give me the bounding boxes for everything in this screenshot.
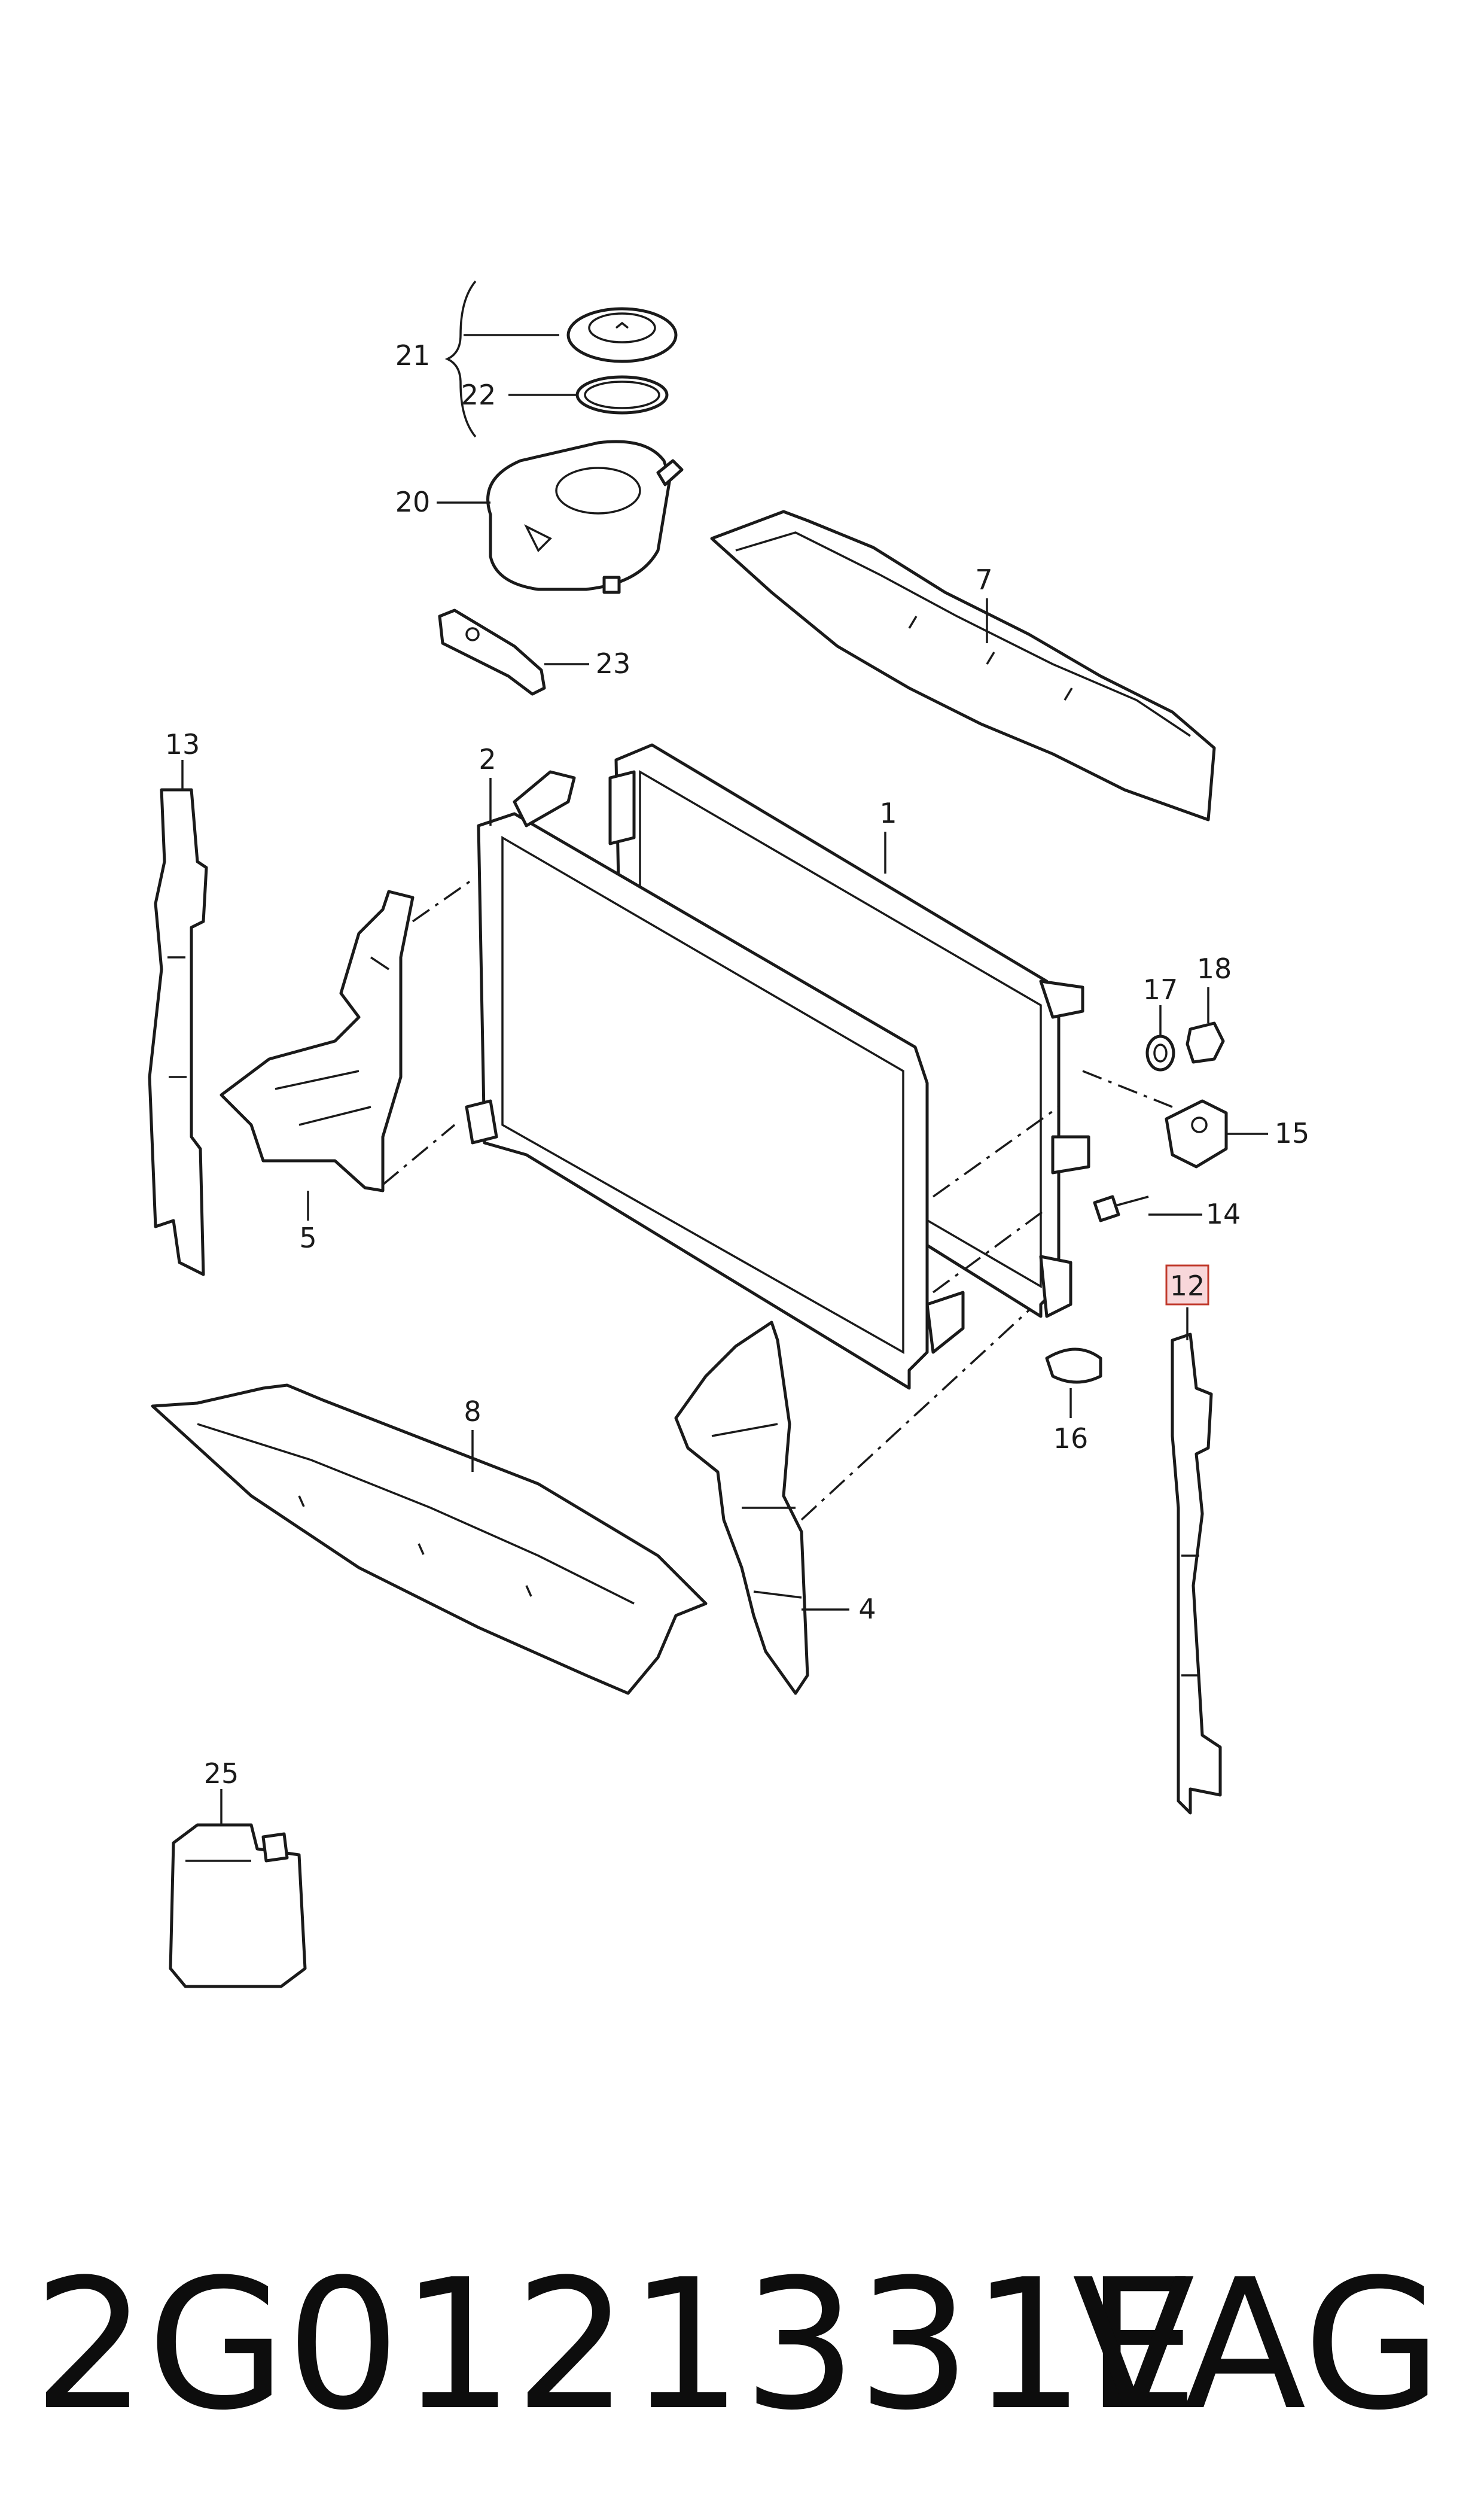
callout-23: 23 bbox=[596, 647, 631, 680]
part-21-filler-cap bbox=[566, 307, 678, 363]
part-4-right-air-guide bbox=[674, 1321, 809, 1695]
highlight-box-12 bbox=[1165, 1264, 1209, 1306]
part-22-seal-ring bbox=[575, 375, 669, 415]
dash-line-2b bbox=[932, 1207, 1048, 1294]
part-8-lower-air-guide bbox=[151, 1383, 708, 1695]
part-14-bolt bbox=[1093, 1195, 1149, 1222]
dash-line-4 bbox=[800, 1309, 1030, 1521]
part-number: 2G0121331E bbox=[33, 2241, 1199, 2450]
part-15-clip bbox=[1165, 1099, 1228, 1169]
callout-4: 4 bbox=[858, 1593, 876, 1625]
part-7-upper-air-guide bbox=[710, 510, 1216, 822]
part-16-grommet bbox=[1045, 1347, 1102, 1384]
callout-7: 7 bbox=[975, 564, 992, 596]
dash-line-5b bbox=[412, 878, 474, 923]
part-23-bracket bbox=[438, 609, 546, 696]
parts-diagram: 1 2 4 5 7 8 12 13 14 15 16 17 18 20 21 2… bbox=[148, 280, 1310, 1988]
callout-5: 5 bbox=[299, 1222, 316, 1254]
part-2-radiator bbox=[465, 770, 965, 1390]
bracket-21-22 bbox=[444, 280, 477, 438]
dash-line-14 bbox=[1082, 1070, 1173, 1108]
callout-25: 25 bbox=[204, 1757, 239, 1790]
part-17-seal bbox=[1145, 1035, 1175, 1072]
callout-15: 15 bbox=[1275, 1117, 1310, 1149]
part-12-right-seal bbox=[1171, 1332, 1222, 1815]
part-13-left-seal bbox=[148, 788, 208, 1276]
callout-2: 2 bbox=[479, 743, 496, 775]
dash-line-5 bbox=[382, 1124, 456, 1186]
part-18-plug bbox=[1186, 1021, 1225, 1064]
callout-14: 14 bbox=[1206, 1198, 1241, 1230]
dash-line-2 bbox=[932, 1106, 1060, 1198]
callout-21: 21 bbox=[395, 339, 431, 372]
callout-17: 17 bbox=[1143, 973, 1178, 1006]
callout-12: 12 bbox=[1170, 1270, 1205, 1302]
callout-16: 16 bbox=[1053, 1422, 1089, 1455]
brand-label: VAG bbox=[1072, 2241, 1442, 2450]
part-5-left-air-guide bbox=[220, 890, 415, 1192]
callout-8: 8 bbox=[464, 1395, 481, 1428]
callout-22: 22 bbox=[461, 379, 496, 411]
part-20-expansion-tank bbox=[486, 440, 684, 594]
callout-20: 20 bbox=[395, 486, 431, 518]
callout-13: 13 bbox=[165, 728, 200, 760]
part-25-coolant-container bbox=[169, 1823, 307, 1988]
callout-18: 18 bbox=[1197, 953, 1232, 985]
callout-1: 1 bbox=[879, 797, 897, 829]
